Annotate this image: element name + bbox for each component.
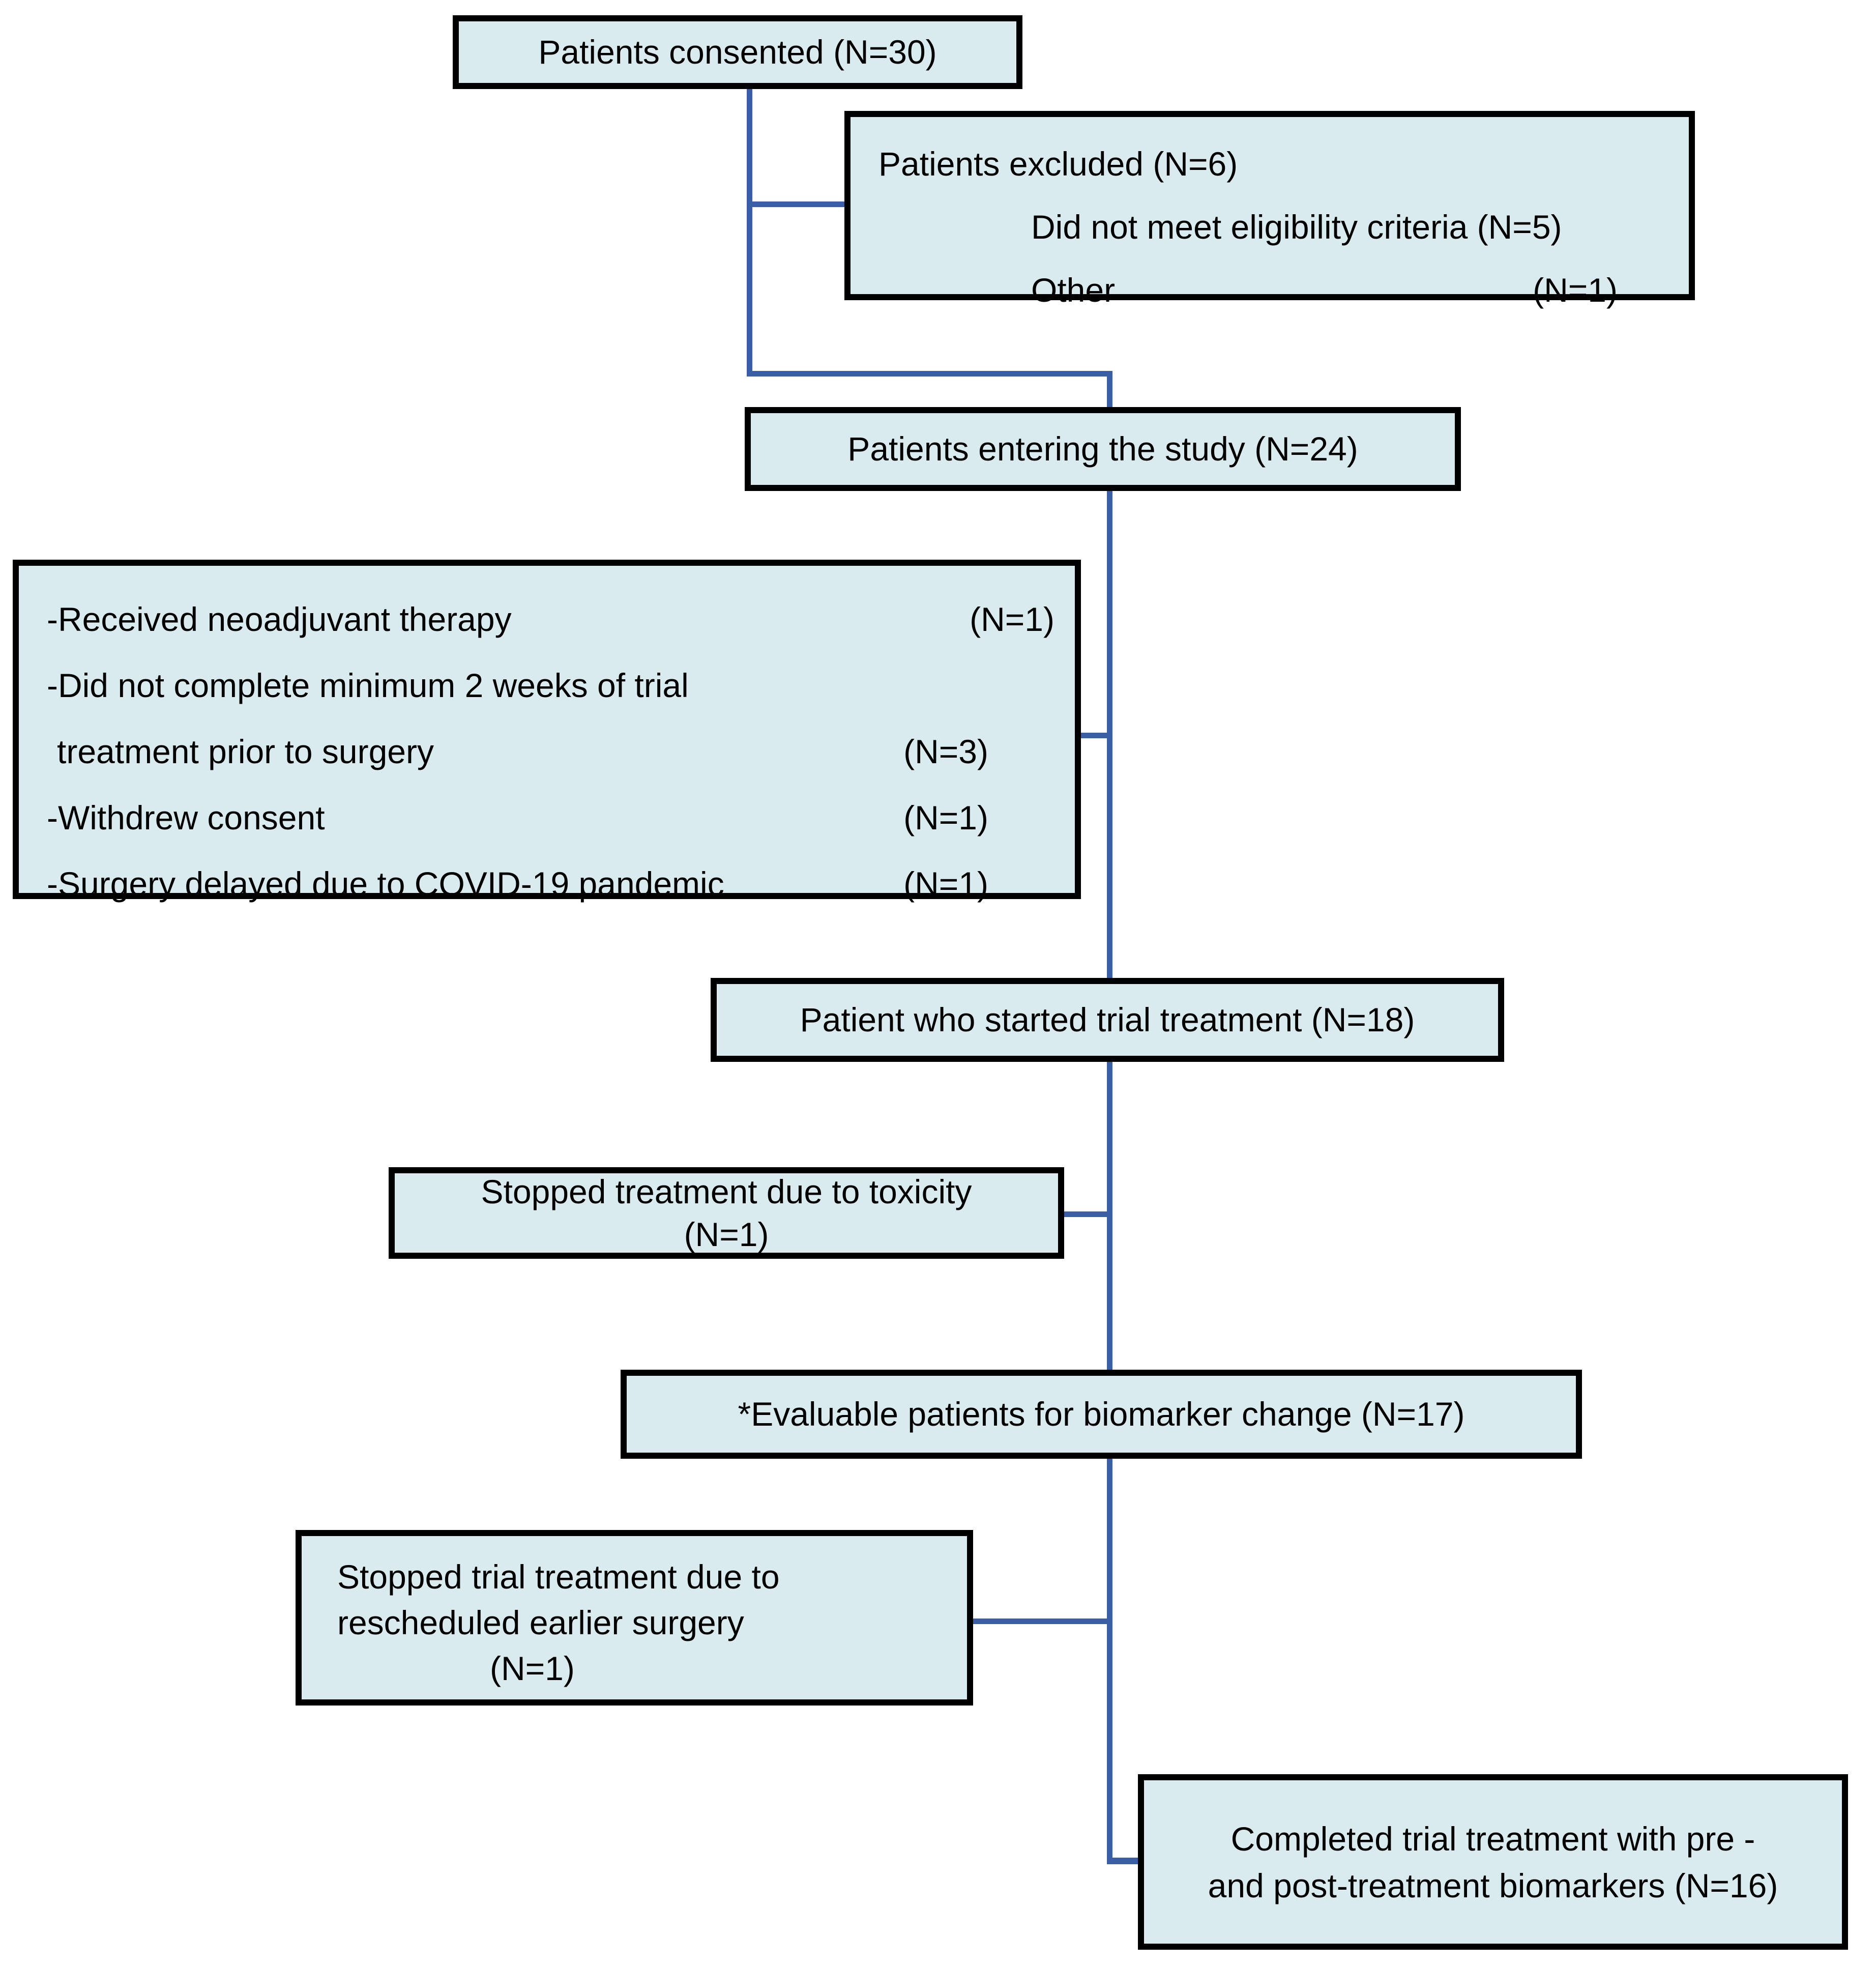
- box-evaluable-patients: *Evaluable patients for biomarker change…: [621, 1370, 1582, 1459]
- reason-count: (N=1): [970, 600, 1054, 638]
- box-label-line2: and post-treatment biomarkers (N=16): [1208, 1866, 1778, 1904]
- reason-label: -Did not complete minimum 2 weeks of tri…: [47, 667, 689, 704]
- excluded-title-row: Patients excluded (N=6): [878, 132, 1689, 195]
- reason-label: Other: [1031, 271, 1116, 309]
- box-started-treatment: Patient who started trial treatment (N=1…: [711, 978, 1504, 1062]
- connector-to-completed: [1107, 1858, 1140, 1864]
- reason-count: (N=3): [903, 733, 988, 770]
- connector-spine-middle: [1107, 1060, 1112, 1372]
- box-label: Patients excluded (N=6): [878, 145, 1238, 183]
- reason-label: treatment prior to surgery: [57, 733, 434, 770]
- connector-to-reasons: [1079, 733, 1110, 738]
- box-label-line2: (N=1): [684, 1216, 769, 1253]
- reason-row: -Surgery delayed due to COVID-19 pandemi…: [47, 851, 1075, 917]
- excluded-reason-row: Did not meet eligibility criteria (N=5): [878, 195, 1689, 258]
- box-label-line3: (N=1): [490, 1650, 575, 1687]
- box-label: Patients consented (N=30): [538, 33, 937, 71]
- reason-count: (N=1): [903, 865, 988, 903]
- box-stopped-toxicity: Stopped treatment due to toxicity (N=1): [389, 1167, 1064, 1259]
- reason-row: -Did not complete minimum 2 weeks of tri…: [47, 652, 1075, 718]
- box-label: *Evaluable patients for biomarker change…: [738, 1395, 1465, 1433]
- box-label: Patient who started trial treatment (N=1…: [800, 1001, 1415, 1039]
- reason-count: (N=1): [1533, 271, 1618, 309]
- box-label: Patients entering the study (N=24): [847, 430, 1358, 468]
- reason-row: -Received neoadjuvant therapy (N=1): [47, 586, 1075, 652]
- box-patients-excluded: Patients excluded (N=6) Did not meet eli…: [844, 111, 1695, 309]
- connector-to-rescheduled: [972, 1619, 1109, 1624]
- reason-label: -Surgery delayed due to COVID-19 pandemi…: [47, 865, 724, 903]
- box-patients-entering: Patients entering the study (N=24): [745, 407, 1461, 491]
- box-label-line1: Stopped treatment due to toxicity: [481, 1173, 972, 1210]
- connector-to-excluded: [747, 201, 846, 207]
- connector-into-entering: [1107, 371, 1112, 409]
- reason-row: -Withdrew consent (N=1): [47, 785, 1075, 851]
- excluded-reason-row: Other (N=1): [878, 258, 1689, 322]
- connector-consented-down: [747, 88, 752, 377]
- box-label-line2: rescheduled earlier surgery: [337, 1604, 744, 1641]
- reason-count: (N=1): [903, 799, 988, 836]
- reason-label: -Withdrew consent: [47, 799, 325, 836]
- box-label-line1: Stopped trial treatment due to: [337, 1558, 780, 1596]
- connector-elbow-right: [747, 371, 1112, 377]
- box-completed-treatment: Completed trial treatment with pre - and…: [1138, 1774, 1848, 1950]
- reason-row: treatment prior to surgery (N=3): [47, 718, 1075, 785]
- box-label-line1: Completed trial treatment with pre -: [1230, 1819, 1755, 1858]
- reason-label: Did not meet eligibility criteria (N=5): [1031, 208, 1562, 246]
- box-withdrawal-reasons: -Received neoadjuvant therapy (N=1) -Did…: [13, 560, 1081, 903]
- connector-to-toxicity: [1063, 1211, 1109, 1217]
- box-patients-consented: Patients consented (N=30): [453, 15, 1022, 89]
- connector-spine-lower: [1107, 1457, 1112, 1863]
- box-stopped-rescheduled-surgery: Stopped trial treatment due to reschedul…: [296, 1530, 973, 1706]
- reason-label: -Received neoadjuvant therapy: [47, 600, 512, 638]
